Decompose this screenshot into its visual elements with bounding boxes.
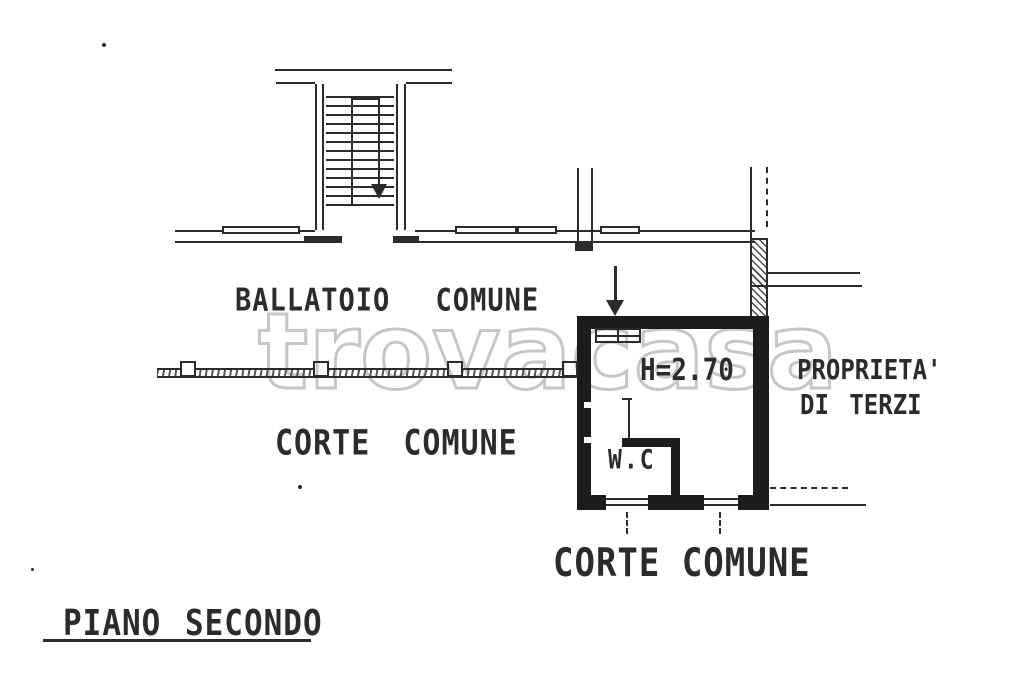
upper-inner-wall-line-left xyxy=(276,82,315,84)
facade-wall-outer-right xyxy=(415,230,755,232)
floor-title-underline xyxy=(43,639,311,642)
corte-comune-left-label: CORTE COMUNE xyxy=(275,423,518,464)
upper-top-wall-line xyxy=(275,69,452,71)
wc-door-tick xyxy=(622,398,632,400)
scan-speck xyxy=(298,485,302,489)
wc-partition-vertical xyxy=(671,438,680,498)
room-window-sill-line xyxy=(704,504,738,506)
facade-wall-inner-right xyxy=(415,241,755,243)
room-window-sill-line xyxy=(606,504,648,506)
corte-comune-bottom-label: CORTE COMUNE xyxy=(553,540,811,587)
railing-post xyxy=(313,361,329,377)
partition-stub-foot xyxy=(575,243,593,251)
entrance-arrowhead-icon xyxy=(606,300,624,316)
stairwell-wall-foot-right xyxy=(393,236,419,243)
window-axis-dashed-line xyxy=(719,512,721,534)
stairwell-right-wall-line xyxy=(396,84,398,230)
east-wing-wall-outer xyxy=(768,272,860,274)
right-boundary-wall-dashed-line xyxy=(766,167,768,227)
railing-bottom-line xyxy=(157,376,578,378)
scan-speck xyxy=(31,568,34,571)
right-boundary-wall-jog xyxy=(750,238,768,240)
railing-post xyxy=(447,361,463,377)
hatched-party-wall xyxy=(750,240,768,318)
entrance-threshold-divider xyxy=(595,335,641,337)
wc-label: W.C xyxy=(608,445,656,476)
facade-window-sill xyxy=(517,226,557,234)
stair-arrow-left-leg xyxy=(351,98,353,204)
room-left-wall xyxy=(577,316,591,510)
railing-post xyxy=(562,361,578,377)
room-height-label: H=2.70 xyxy=(640,353,734,389)
wc-partition-horizontal xyxy=(622,438,680,447)
stairwell-left-wall-line xyxy=(315,84,317,230)
stair-direction-arrowhead-icon xyxy=(371,184,387,199)
room-window-sill-line xyxy=(704,498,738,500)
right-boundary-wall-line xyxy=(750,167,752,240)
stairwell-left-wall-line xyxy=(322,84,324,230)
facade-window-sill xyxy=(455,226,517,234)
stairwell-right-wall-line xyxy=(404,84,406,230)
room-right-wall xyxy=(753,316,769,510)
scan-speck xyxy=(102,43,106,47)
left-wall-joint-mark xyxy=(584,402,591,408)
east-wing-wall-inner xyxy=(752,285,862,287)
proprieta-di-terzi-label-line2: DI TERZI xyxy=(800,388,922,421)
railing-post xyxy=(180,361,196,377)
upper-inner-wall-line-right xyxy=(406,82,452,84)
left-wall-joint-mark xyxy=(584,437,591,443)
stair-arrow-right-leg xyxy=(378,98,380,186)
partition-stub-line xyxy=(591,168,593,242)
railing-top-line xyxy=(157,368,578,370)
partition-stub-line xyxy=(577,168,579,242)
wc-door-leaf xyxy=(628,399,630,438)
proprieta-di-terzi-label-line1: PROPRIETA' xyxy=(797,353,942,386)
facade-wall-inner-left xyxy=(175,241,315,243)
room-top-wall xyxy=(577,316,769,329)
facade-window-sill xyxy=(600,226,640,234)
courtyard-boundary-line xyxy=(770,504,866,506)
stairwell-wall-foot-left xyxy=(304,236,342,243)
floor-title-label: PIANO SECONDO xyxy=(63,602,323,644)
railing-hatch-fill xyxy=(157,370,578,376)
entrance-arrow-shaft xyxy=(614,266,617,300)
stair-arrow-top-bar xyxy=(351,98,380,100)
facade-window-sill xyxy=(222,226,300,234)
courtyard-boundary-line xyxy=(770,487,848,489)
room-window-sill-line xyxy=(606,498,648,500)
ballatoio-comune-label: BALLATOIO COMUNE xyxy=(235,282,540,319)
window-axis-dashed-line xyxy=(626,512,628,534)
